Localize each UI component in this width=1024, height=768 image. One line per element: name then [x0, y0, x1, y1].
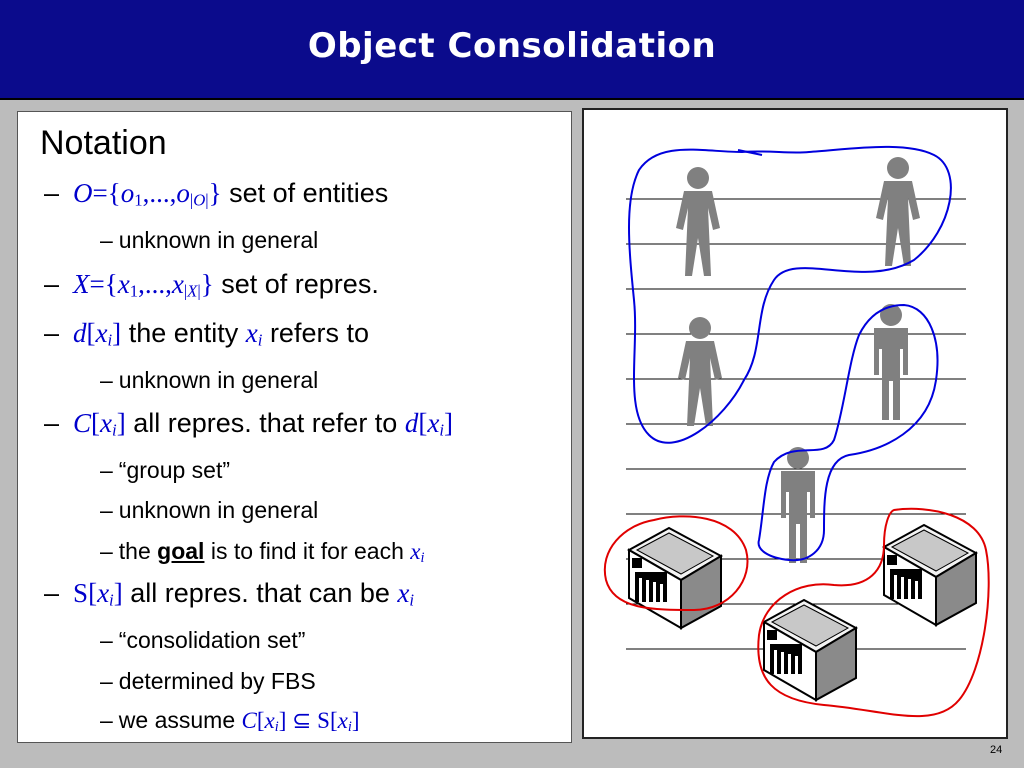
person-icon [781, 447, 815, 563]
entity-diagram [603, 145, 990, 718]
bullet-S-sub1: –“consolidation set” [100, 627, 306, 653]
bullet-C: –C[xi] all repres. that refer to d[xi] [44, 408, 453, 440]
person-figures [676, 157, 920, 563]
bullet-O: –O={o1,...,o|O|} set of entities [44, 178, 389, 210]
bullet-X: –X={x1,...,x|X|} set of repres. [44, 269, 379, 301]
bullet-d: –d[xi] the entity xi refers to [44, 318, 369, 350]
bullet-S: –S[xi] all repres. that can be xi [44, 578, 415, 610]
bullet-S-sub2: –determined by FBS [100, 668, 316, 694]
illustration-panel [582, 108, 1008, 739]
notation-panel: Notation –O={o1,...,o|O|} set of entitie… [17, 111, 572, 743]
bullet-d-sub: –unknown in general [100, 367, 319, 393]
page-number: 24 [990, 744, 1003, 756]
person-icon [676, 167, 720, 276]
title-bar: Object Consolidation [0, 0, 1024, 100]
person-icon [874, 304, 908, 420]
building-icon [883, 524, 977, 626]
blue-group-outline [628, 145, 952, 562]
bullet-O-sub: –unknown in general [100, 227, 319, 253]
notation-heading: Notation [40, 124, 167, 162]
person-icon [678, 317, 722, 426]
bullet-S-sub3: –we assume C[xi] ⊆ S[xi] [100, 707, 360, 736]
building-icon [628, 527, 722, 629]
red-group-outline [603, 507, 990, 718]
slide-title: Object Consolidation [307, 26, 717, 66]
bullet-C-sub3: –the goal is to find it for each xi [100, 538, 425, 567]
person-icon [876, 157, 920, 266]
bullet-C-sub2: –unknown in general [100, 497, 319, 523]
building-icon [763, 599, 857, 701]
bullet-C-sub1: –“group set” [100, 457, 231, 483]
